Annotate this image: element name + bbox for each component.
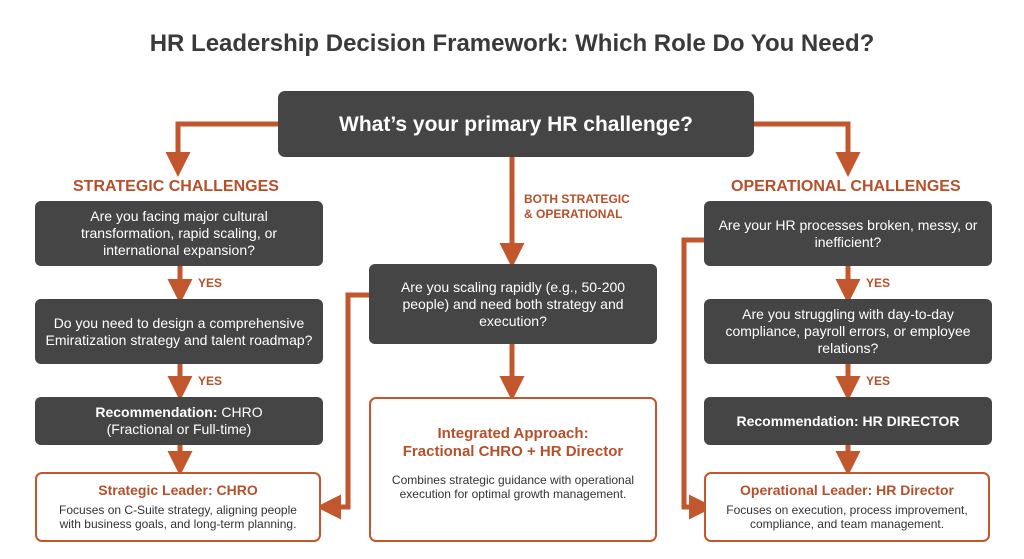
operational-question-1: Are your HR processes broken, messy, or … <box>704 201 992 266</box>
integrated-outcome: Integrated Approach: Fractional CHRO + H… <box>369 397 657 542</box>
both-label-line-2: & OPERATIONAL <box>524 207 623 221</box>
operational-outcome: Operational Leader: HR Director Focuses … <box>704 472 990 542</box>
integrated-title-line-1: Integrated Approach: <box>437 425 589 442</box>
strategic-rec-value: CHRO <box>221 404 263 420</box>
arrow-mid-to-strategic <box>316 292 369 520</box>
strategic-question-2: Do you need to design a comprehensive Em… <box>35 299 323 364</box>
operational-question-2: Are you struggling with day-to-day compl… <box>704 299 992 364</box>
operational-yes-1: YES <box>866 276 891 290</box>
strategic-recommendation: Recommendation: CHRO (Fractional or Full… <box>35 397 323 445</box>
operational-recommendation: Recommendation: HR DIRECTOR <box>704 397 992 445</box>
arrow-top-to-operational <box>754 121 861 177</box>
middle-question: Are you scaling rapidly (e.g., 50-200 pe… <box>369 264 657 344</box>
strategic-rec-sub: (Fractional or Full-time) <box>106 421 252 437</box>
integrated-desc: Combines strategic guidance with operati… <box>391 473 635 501</box>
strategic-outcome-title: Strategic Leader: CHRO <box>98 482 258 498</box>
both-label-line-1: BOTH STRATEGIC <box>524 192 630 206</box>
strategic-yes-1: YES <box>198 276 223 290</box>
operational-yes-2: YES <box>866 374 891 388</box>
page-title: HR Leadership Decision Framework: Which … <box>149 30 875 57</box>
operational-outcome-desc: Focuses on execution, process improvemen… <box>726 503 968 531</box>
strategic-yes-2: YES <box>198 374 223 388</box>
both-label: BOTH STRATEGIC & OPERATIONAL <box>524 192 630 222</box>
primary-challenge-question: What’s your primary HR challenge? <box>278 91 754 157</box>
operational-header: OPERATIONAL CHALLENGES <box>731 178 961 195</box>
strategic-outcome-desc: Focuses on C-Suite strategy, aligning pe… <box>59 503 297 531</box>
strategic-header: STRATEGIC CHALLENGES <box>73 178 279 195</box>
strategic-outcome: Strategic Leader: CHRO Focuses on C-Suit… <box>35 472 321 542</box>
strategic-question-1: Are you facing major cultural transforma… <box>35 201 323 266</box>
arrow-op-to-outcome <box>681 237 714 520</box>
integrated-title-line-2: Fractional CHRO + HR Director <box>402 443 624 460</box>
operational-outcome-title: Operational Leader: HR Director <box>740 482 954 498</box>
arrow-top-to-strategic <box>165 121 278 177</box>
strategic-rec-label: Recommendation: <box>95 404 218 420</box>
